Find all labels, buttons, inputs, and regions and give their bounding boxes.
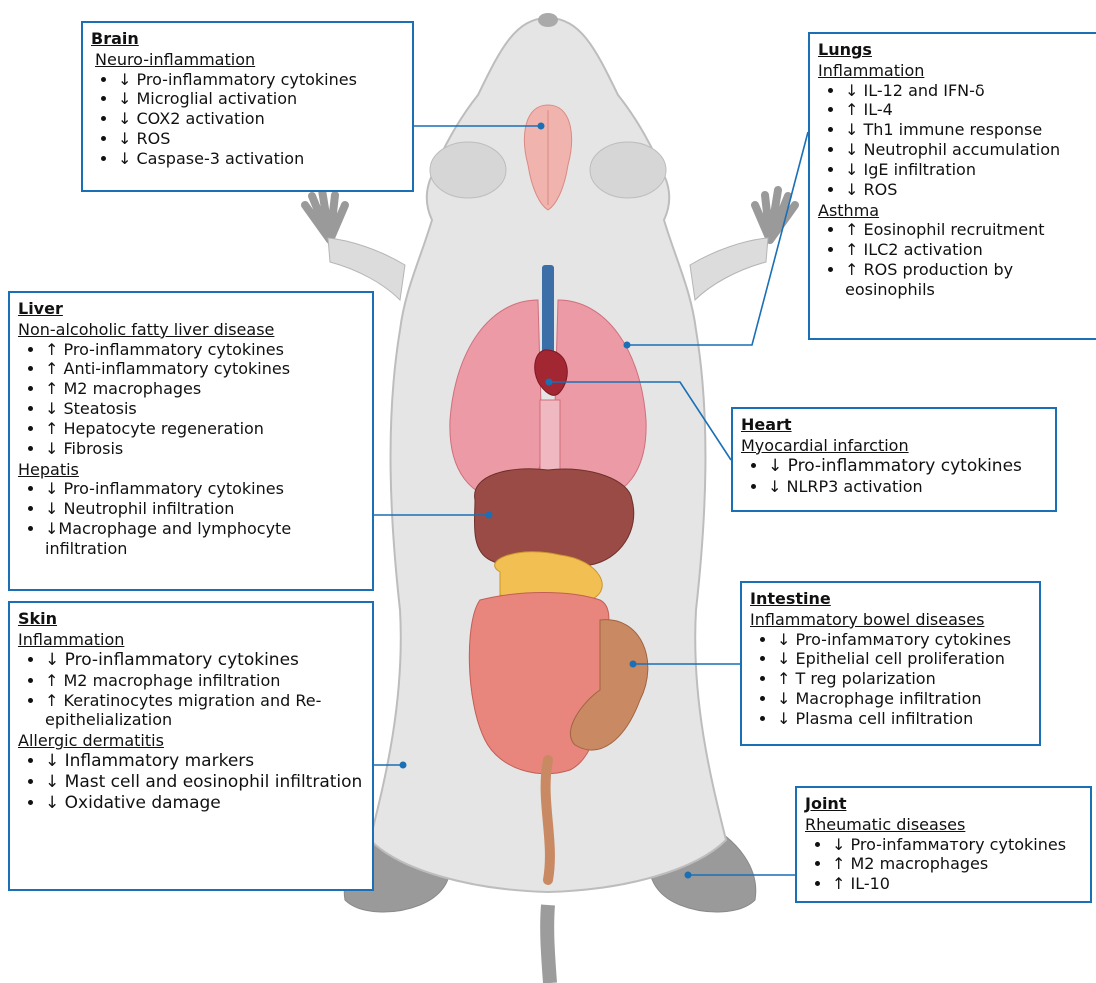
liver-box: Liver Non-alcoholic fatty liver disease … — [8, 291, 374, 591]
list-item: ↓ Epithelial cell proliferation — [777, 649, 1031, 669]
list-item: ↑ Keratinocytes migration and Re-epithel… — [45, 691, 364, 731]
lungs-title: Lungs — [818, 40, 1088, 60]
list-item: ↑ Eosinophil recruitment — [845, 220, 1088, 240]
list-item: ↓ Steatosis — [45, 399, 364, 419]
brain-box: Brain Neuro-inflammation ↓ Pro-inflammat… — [81, 21, 414, 192]
list-item: ↑ M2 macrophage infiltration — [45, 671, 364, 691]
list-item: ↓ Pro-inflammatory cytokines — [45, 479, 364, 499]
intestine-box: Intestine Inflammatory bowel diseases ↓ … — [740, 581, 1041, 746]
list-item: ↑ Anti-inflammatory cytokines — [45, 359, 364, 379]
esophagus-organ — [540, 400, 560, 478]
list-item: ↓Macrophage and lymphocyte infiltration — [45, 519, 364, 559]
list-item: ↓ Plasma cell infiltration — [777, 709, 1031, 729]
list-item: ↓ Neutrophil infiltration — [45, 499, 364, 519]
list-item: ↓ Oxidative damage — [45, 793, 364, 814]
intestine-section-heading: Inflammatory bowel diseases — [750, 610, 1031, 630]
list-item: ↓ Macrophage infiltration — [777, 689, 1031, 709]
liver-title: Liver — [18, 299, 364, 319]
skin-list-1: ↓ Pro-inflammatory cytokines ↑ M2 macrop… — [18, 650, 364, 731]
heart-section-heading: Myocardial infarction — [741, 436, 1047, 456]
joint-box: Joint Rheumatic diseases ↓ Pro-infamматo… — [795, 786, 1092, 903]
list-item: ↓ Microglial activation — [118, 89, 404, 109]
liver-list-2: ↓ Pro-inflammatory cytokines ↓ Neutrophi… — [18, 479, 364, 558]
list-item: ↓ Caspase-3 activation — [118, 149, 404, 169]
list-item: ↑ M2 macrophages — [45, 379, 364, 399]
lungs-list-1: ↓ IL-12 and IFN-δ ↑ IL-4 ↓ Th1 immune re… — [818, 81, 1088, 200]
list-item: ↓ NLRP3 activation — [768, 477, 1047, 497]
list-item: ↑ Pro-inflammatory cytokines — [45, 340, 364, 360]
list-item: ↑ ROS production by eosinophils — [845, 260, 1088, 300]
brain-title: Brain — [91, 29, 404, 49]
joint-title: Joint — [805, 794, 1082, 814]
list-item: ↑ IL-4 — [845, 100, 1088, 120]
joint-list: ↓ Pro-infamматory cytokines ↑ M2 macroph… — [805, 835, 1082, 894]
skin-list-2: ↓ Inflammatory markers ↓ Mast cell and e… — [18, 751, 364, 814]
lungs-section-heading: Asthma — [818, 201, 1088, 221]
list-item: ↓ ROS — [118, 129, 404, 149]
list-item: ↑ M2 macrophages — [832, 854, 1082, 874]
lungs-section-heading: Inflammation — [818, 61, 1088, 81]
liver-section-heading: Hepatis — [18, 460, 364, 480]
list-item: ↑ ILC2 activation — [845, 240, 1088, 260]
list-item: ↓ Pro-inflammatory cytokines — [45, 650, 364, 671]
intestine-list: ↓ Pro-infamматory cytokines ↓ Epithelial… — [750, 630, 1031, 729]
list-item: ↑ IL-10 — [832, 874, 1082, 894]
list-item: ↓ ROS — [845, 180, 1088, 200]
rectum-organ — [546, 760, 550, 880]
heart-title: Heart — [741, 415, 1047, 435]
list-item: ↓ IL-12 and IFN-δ — [845, 81, 1088, 101]
joint-section-heading: Rheumatic diseases — [805, 815, 1082, 835]
skin-box: Skin Inflammation ↓ Pro-inflammatory cyt… — [8, 601, 374, 891]
skin-section-heading: Allergic dermatitis — [18, 731, 364, 751]
intestine-title: Intestine — [750, 589, 1031, 609]
list-item: ↓ Fibrosis — [45, 439, 364, 459]
list-item: ↓ Inflammatory markers — [45, 751, 364, 772]
trachea-organ — [542, 265, 554, 360]
list-item: ↑ Hepatocyte regeneration — [45, 419, 364, 439]
list-item: ↓ Neutrophil accumulation — [845, 140, 1088, 160]
brain-list: ↓ Pro-inflammatory cytokines ↓ Microglia… — [91, 70, 404, 169]
skin-section-heading: Inflammation — [18, 630, 364, 650]
list-item: ↓ Mast cell and eosinophil infiltration — [45, 772, 364, 793]
heart-box: Heart Myocardial infarction ↓ Pro-inflam… — [731, 407, 1057, 512]
list-item: ↓ Pro-infamматory cytokines — [832, 835, 1082, 855]
skin-title: Skin — [18, 609, 364, 629]
list-item: ↓ Pro-inflammatory cytokines — [768, 456, 1047, 477]
list-item: ↓ Pro-infamматory cytokines — [777, 630, 1031, 650]
list-item: ↓ COX2 activation — [118, 109, 404, 129]
liver-list-1: ↑ Pro-inflammatory cytokines ↑ Anti-infl… — [18, 340, 364, 459]
list-item: ↓ Th1 immune response — [845, 120, 1088, 140]
lungs-list-2: ↑ Eosinophil recruitment ↑ ILC2 activati… — [818, 220, 1088, 299]
liver-section-heading: Non-alcoholic fatty liver disease — [18, 320, 364, 340]
lungs-box: Lungs Inflammation ↓ IL-12 and IFN-δ ↑ I… — [808, 32, 1096, 340]
list-item: ↓ Pro-inflammatory cytokines — [118, 70, 404, 90]
list-item: ↑ T reg polarization — [777, 669, 1031, 689]
brain-section-heading: Neuro-inflammation — [91, 50, 404, 70]
list-item: ↓ IgE infiltration — [845, 160, 1088, 180]
heart-list: ↓ Pro-inflammatory cytokines ↓ NLRP3 act… — [741, 456, 1047, 497]
